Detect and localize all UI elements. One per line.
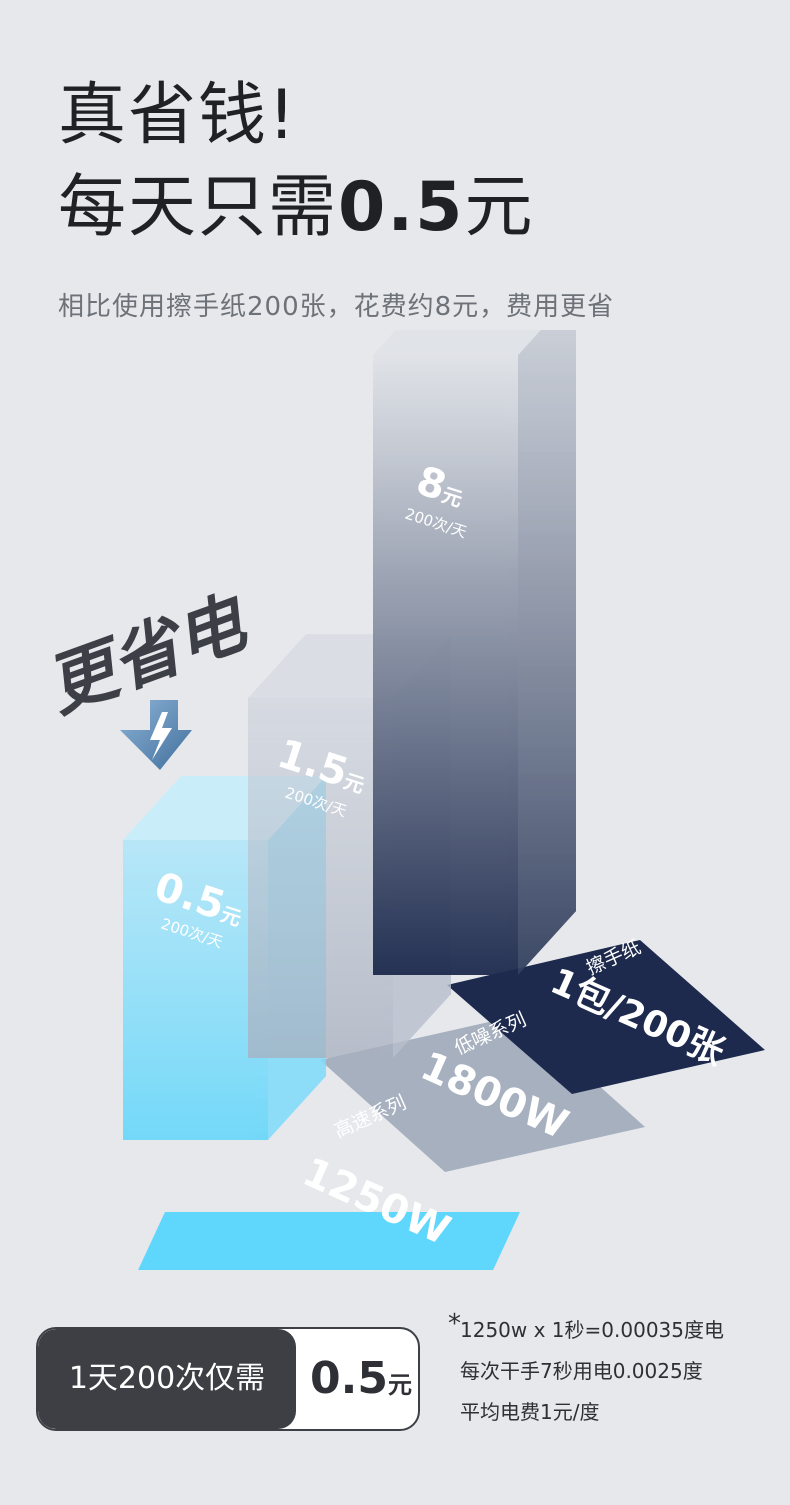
bar-0-front: [123, 840, 268, 1140]
bar-2-front: [373, 355, 518, 975]
badge-text: 更省电: [37, 583, 259, 728]
pill-label: 1天200次仅需: [38, 1329, 296, 1429]
bar-2-top: [373, 330, 541, 355]
note-asterisk: *: [448, 1309, 461, 1339]
headline-unit: 元: [464, 168, 535, 247]
lightning-arrow-icon: [120, 700, 192, 770]
bar-2: [373, 330, 576, 975]
pill-value: 0.5元: [304, 1329, 418, 1429]
pill-value-unit: 元: [387, 1371, 412, 1399]
headline-line1: 真省钱!: [58, 76, 298, 155]
bar-1-front: [248, 698, 393, 1058]
note-line-1: 1250w x 1秒=0.00035度电: [460, 1318, 724, 1342]
note-line-2: 每次干手7秒用电0.0025度: [460, 1359, 703, 1383]
platform-cyan: [138, 1212, 520, 1270]
headline-prefix: 每天只需: [58, 168, 339, 247]
calculation-notes: * 1250w x 1秒=0.00035度电 每次干手7秒用电0.0025度 平…: [448, 1309, 724, 1433]
bar-2-side: [518, 330, 576, 975]
platform-navy: [447, 940, 765, 1094]
subtitle: 相比使用擦手纸200张，花费约8元，费用更省: [58, 292, 615, 322]
footer-summary: 1天200次仅需 0.5元: [36, 1327, 420, 1431]
pill-value-number: 0.5: [310, 1353, 388, 1404]
headline-line2: 每天只需0.5元: [58, 162, 535, 254]
note-line-3: 平均电费1元/度: [460, 1400, 600, 1424]
cost-comparison-chart: 高速系列 1250W 低噪系列 1800W 擦手纸 1包/200张 0.5元 2…: [37, 330, 765, 1270]
power-saving-badge: 更省电: [37, 583, 259, 770]
headline-value: 0.5: [338, 168, 465, 247]
daily-cost-pill: 1天200次仅需 0.5元: [36, 1327, 420, 1431]
headline: 真省钱! 每天只需0.5元: [58, 70, 535, 254]
bars: [123, 330, 576, 1140]
